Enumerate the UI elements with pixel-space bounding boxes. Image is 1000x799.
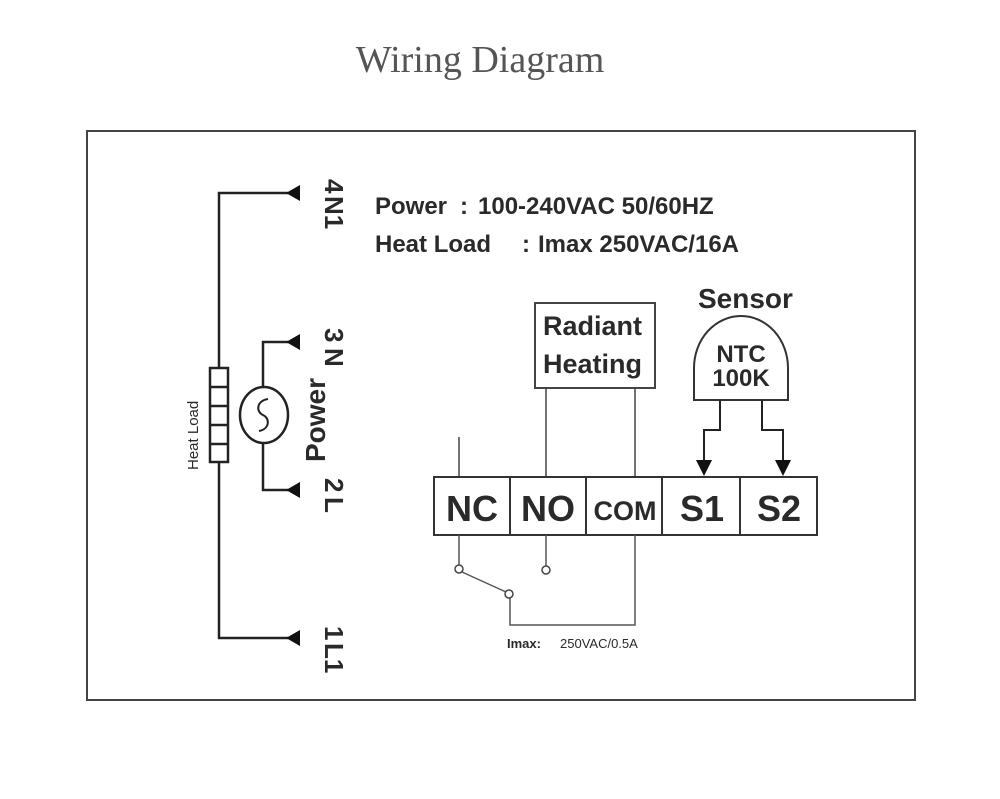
diagram-frame [86,130,916,701]
relay-imax-label: Imax: [507,636,541,651]
l1-wire [217,462,288,640]
sensor-label: Sensor [698,283,793,314]
terminal-n1-label: N1 [319,196,349,229]
sensor-value: 100K [712,365,770,392]
heat-load-spec-value: Imax 250VAC/16A [538,231,739,258]
terminal-2-number: 2 [319,478,349,492]
terminal-block [433,476,818,536]
no-contact [541,565,551,575]
terminal-4-arrow [286,185,300,201]
power-spec-label: Power [375,193,447,220]
s2-lead-arrow [775,460,791,476]
terminal-n-label: N [319,348,349,367]
page-title: Wiring Diagram [355,39,605,81]
power-wiring [217,191,288,640]
n-wire [261,340,288,392]
ac-source-icon [238,385,290,445]
n1-wire [217,191,288,368]
terminal-l-label: L [319,497,349,513]
terminal-4-number: 4 [319,179,349,194]
terminal-com: COM [594,496,657,526]
relay-imax-value: 250VAC/0.5A [560,636,638,651]
terminal-l1-label: L1 [319,643,349,673]
terminal-3-number: 3 [319,328,349,342]
com-contact [504,589,514,599]
radiant-heating-box [534,302,656,389]
load-wires [458,388,636,477]
terminal-s2: S2 [757,488,801,529]
power-spec-value: 100-240VAC 50/60HZ [478,193,714,220]
sensor-leads [703,400,784,462]
s1-lead-arrow [696,460,712,476]
power-source-label: Power [300,378,331,462]
power-spec-sep: : [460,193,468,220]
terminal-nc: NC [446,488,498,529]
terminal-no: NO [521,488,575,529]
terminal-1-arrow [286,630,300,646]
heat-load-spec-label: Heat Load [375,231,491,258]
sensor-body [693,315,789,401]
terminal-3-arrow [286,334,300,350]
heat-load-element [208,366,230,464]
terminal-2-arrow [286,482,300,498]
radiant-heating-line1: Radiant [543,311,642,341]
terminal-s1: S1 [680,488,724,529]
l-wire [261,438,288,492]
sensor-type: NTC [716,341,765,368]
heat-load-label: Heat Load [185,401,202,470]
relay-switch [458,535,636,626]
radiant-heating-line2: Heating [543,349,642,379]
terminal-1-number: 1 [319,626,349,640]
nc-contact [454,564,464,574]
heat-load-spec-sep: : [522,231,530,258]
